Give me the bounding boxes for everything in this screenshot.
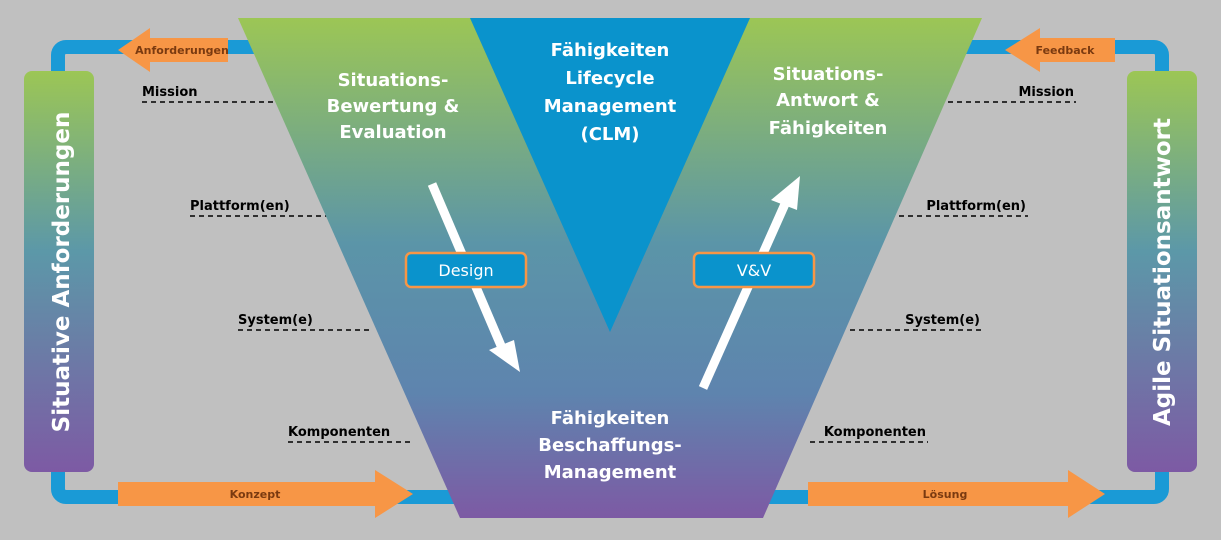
vv-arrow-head: [771, 176, 800, 210]
v-center-title-line4: (CLM): [580, 124, 639, 145]
bottom-left-arrow: [118, 470, 413, 518]
left-panel-title: Situative Anforderungen: [49, 112, 75, 433]
level-system-left: System(e): [238, 313, 313, 328]
level-plattform-left: Plattform(en): [190, 199, 290, 214]
design-box: [404, 251, 528, 289]
level-komponenten-left: Komponenten: [288, 425, 390, 440]
right-panel-title: Agile Situationsantwort: [1150, 118, 1176, 426]
v-inner-triangle: [470, 18, 750, 332]
design-arrow-head: [489, 340, 520, 372]
level-plattform-right: Plattform(en): [926, 199, 1026, 214]
level-mission-left: Mission: [142, 85, 198, 100]
level-mission-right: Mission: [1018, 85, 1074, 100]
level-komponenten-right: Komponenten: [824, 425, 926, 440]
v-right-title-line1: Situations-: [773, 64, 884, 85]
top-right-arrow: [1005, 28, 1115, 72]
vv-arrow-shaft: [698, 202, 790, 390]
bottom-left-arrow-label: Konzept: [230, 488, 281, 501]
v-left-title-line2: Bewertung &: [327, 96, 460, 117]
level-system-right: System(e): [905, 313, 980, 328]
v-bottom-title-line1: Fähigkeiten: [551, 408, 670, 429]
left-panel: [24, 71, 94, 472]
v-left-title-line1: Situations-: [338, 70, 449, 91]
v-center-title-line2: Lifecycle: [565, 68, 654, 89]
right-panel: [1127, 71, 1197, 472]
bottom-right-arrow-label: Lösung: [923, 488, 968, 501]
top-left-arrow-label: Anforderungen: [135, 44, 229, 57]
v-left-title-line3: Evaluation: [339, 122, 446, 143]
bottom-right-arrow: [808, 470, 1105, 518]
v-right-title-line3: Fähigkeiten: [769, 118, 888, 139]
top-left-arrow: [118, 28, 228, 72]
vv-label: V&V: [737, 261, 771, 280]
top-right-arrow-label: Feedback: [1036, 44, 1096, 57]
design-label: Design: [438, 261, 493, 280]
v-center-title-line3: Management: [544, 96, 677, 117]
v-bottom-title-line2: Beschaffungs-: [538, 435, 682, 456]
v-center-title-line1: Fähigkeiten: [551, 40, 670, 61]
v-right-title-line2: Antwort &: [776, 90, 880, 111]
vv-box: [692, 251, 816, 289]
v-bottom-title-line3: Management: [544, 462, 677, 483]
